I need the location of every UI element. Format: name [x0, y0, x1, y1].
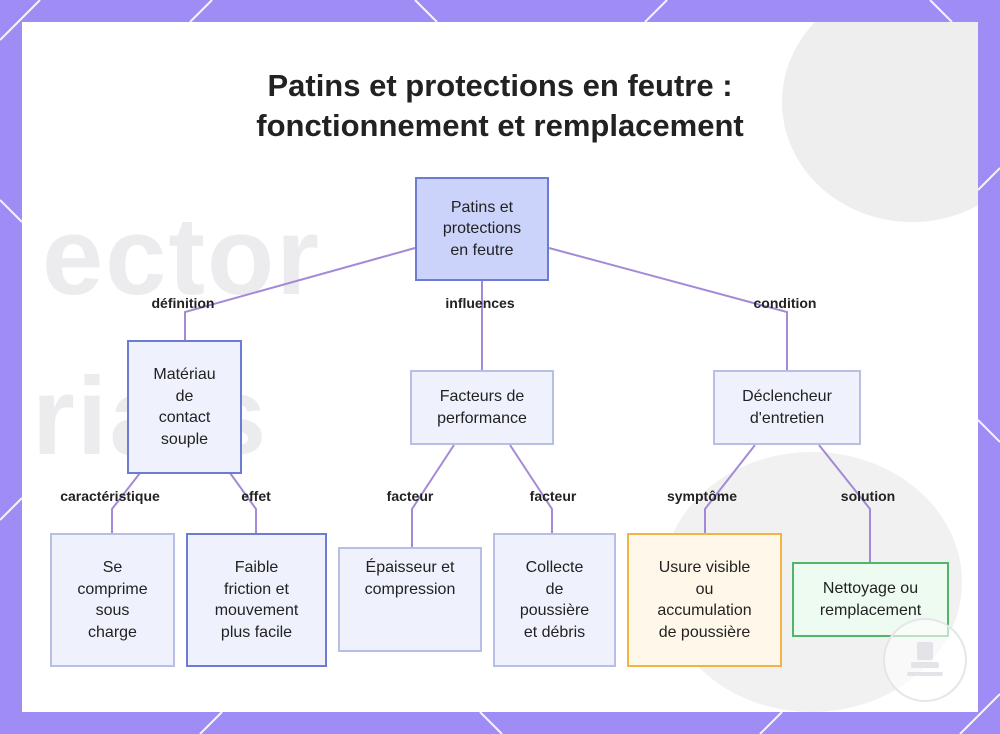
node-epaisseur: Épaisseur et compression — [338, 547, 482, 652]
node-se-comprime: Se comprime sous charge — [50, 533, 175, 667]
node-root: Patins et protections en feutre — [415, 177, 549, 281]
edge-label-definition: définition — [151, 295, 215, 311]
edge-label-symptome: symptôme — [666, 488, 738, 504]
node-faible-friction: Faible friction et mouvement plus facile — [186, 533, 327, 667]
edge-root-declencheur — [548, 247, 788, 370]
node-collecte-text: Collecte de poussière et débris — [519, 559, 590, 641]
node-root-text: Patins et protections en feutre — [442, 198, 522, 259]
edge-declencheur-usure — [704, 444, 756, 533]
title-line-1: Patins et protections en feutre : — [267, 68, 733, 103]
diagram-title: Patins et protections en feutre : foncti… — [22, 66, 978, 146]
edge-declencheur-nettoyage — [818, 444, 871, 562]
edge-materiau-friction — [229, 472, 257, 533]
node-usure: Usure visible ou accumulation de poussiè… — [627, 533, 782, 667]
node-materiau-text: Matériau de contact souple — [153, 366, 216, 448]
node-materiau: Matériau de contact souple — [127, 340, 242, 474]
node-nettoyage-text: Nettoyage ou remplacement — [819, 580, 922, 619]
edge-label-facteur-1: facteur — [386, 488, 434, 504]
edge-label-effet: effet — [241, 488, 271, 504]
node-declencheur: Déclencheur d'entretien — [713, 370, 861, 445]
watermark-logo — [883, 618, 967, 702]
edge-label-caracteristique: caractéristique — [60, 488, 160, 504]
edge-label-condition: condition — [753, 295, 817, 311]
node-faible-friction-text: Faible friction et mouvement plus facile — [214, 559, 299, 641]
title-line-2: fonctionnement et remplacement — [256, 108, 744, 143]
node-epaisseur-text: Épaisseur et compression — [364, 559, 456, 598]
node-declencheur-text: Déclencheur d'entretien — [742, 388, 832, 427]
edge-root-materiau — [184, 247, 416, 340]
edge-label-solution: solution — [840, 488, 896, 504]
edge-materiau-secomprime — [111, 472, 141, 533]
node-se-comprime-text: Se comprime sous charge — [77, 559, 148, 641]
diagram-card: ector riais Patins et protections en feu… — [22, 22, 978, 712]
edge-label-facteur-2: facteur — [529, 488, 577, 504]
node-collecte: Collecte de poussière et débris — [493, 533, 616, 667]
node-usure-text: Usure visible ou accumulation de poussiè… — [657, 559, 752, 641]
edge-facteurs-epaisseur — [411, 444, 455, 547]
node-facteurs: Facteurs de performance — [410, 370, 554, 445]
node-facteurs-text: Facteurs de performance — [437, 388, 527, 427]
edge-label-influences: influences — [445, 295, 515, 311]
background-blur-text: ector — [42, 195, 321, 318]
edge-lines — [111, 247, 871, 562]
edge-facteurs-collecte — [509, 444, 553, 533]
